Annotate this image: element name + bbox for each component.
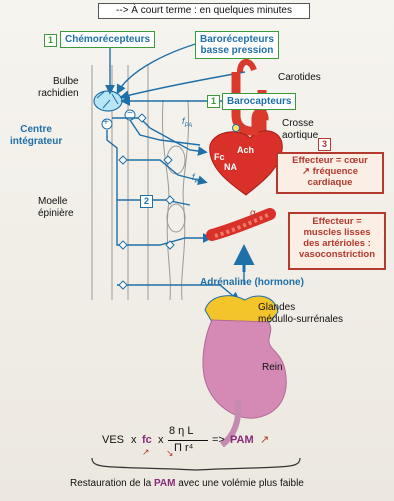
plus-sign: + bbox=[103, 117, 109, 129]
formula-numerator: 8 η L bbox=[169, 425, 193, 438]
bulbe-line1: Bulbe bbox=[38, 76, 79, 88]
footer-post: avec une volémie plus faible bbox=[175, 478, 303, 489]
glandes-label: Glandes médullo-surrénales bbox=[258, 302, 343, 325]
bulbe-label: Bulbe rachidien bbox=[38, 76, 79, 99]
formula-r-arrow: ↘ bbox=[166, 448, 174, 458]
formula-pam: PAM bbox=[230, 434, 254, 447]
formula-fraction-bar bbox=[168, 440, 208, 441]
heart-effector-number: 3 bbox=[318, 138, 331, 151]
centre-line1: Centre bbox=[10, 124, 62, 136]
heart-effector-line3: cardiaque bbox=[278, 178, 382, 189]
spinal-number: 2 bbox=[140, 195, 153, 208]
baro-low-line2: basse pression bbox=[200, 45, 274, 56]
glandes-line1: Glandes bbox=[258, 302, 343, 314]
muscle-effector-box: Effecteur = muscles lisses des artériole… bbox=[288, 212, 386, 270]
formula-ves: VES bbox=[102, 434, 124, 447]
baro-number: 1 bbox=[207, 95, 220, 108]
heart-ach-label: Ach bbox=[237, 145, 254, 155]
barocapteurs-label: Barocapteurs bbox=[222, 93, 296, 110]
formula-denominator: Π r⁴ bbox=[174, 442, 193, 455]
formula-fc: fc bbox=[142, 434, 152, 447]
fpa-label-1: fPA bbox=[182, 116, 192, 130]
fpa2-sub: PA bbox=[195, 179, 203, 185]
muscle-effector-line4: vasoconstriction bbox=[290, 250, 384, 261]
formula-implies: => bbox=[212, 434, 225, 447]
glandes-line2: médullo-surrénales bbox=[258, 314, 343, 326]
moelle-line2: épinière bbox=[38, 208, 74, 220]
moelle-label: Moelle épinière bbox=[38, 196, 74, 219]
footer-pre: Restauration de la bbox=[70, 478, 154, 489]
rein-label: Rein bbox=[262, 362, 283, 374]
minus-sign: − bbox=[127, 108, 133, 120]
heart-aorta bbox=[210, 62, 283, 195]
crosse-line1: Crosse bbox=[282, 118, 318, 130]
crosse-line2: aortique bbox=[282, 130, 318, 142]
heart-fc-label: Fc bbox=[214, 152, 225, 162]
formula-fc-arrow: ↗ bbox=[142, 447, 150, 457]
formula-pam-arrow: ↗ bbox=[260, 434, 269, 447]
fpa-label-2: fPA bbox=[192, 172, 202, 186]
footer-pam: PAM bbox=[154, 478, 175, 489]
moelle-line1: Moelle bbox=[38, 196, 74, 208]
carotides-label: Carotides bbox=[278, 72, 321, 84]
centre-line2: intégrateur bbox=[10, 136, 62, 148]
adrenaline-label: Adrénaline (hormone) bbox=[200, 277, 304, 289]
formula-x2: x bbox=[158, 434, 164, 447]
chemo-number: 1 bbox=[44, 34, 57, 47]
arteriole bbox=[212, 214, 270, 236]
footer-caption: Restauration de la PAM avec une volémie … bbox=[70, 478, 304, 490]
centre-integrateur-label: Centre intégrateur bbox=[10, 124, 62, 147]
heart-effector-box: Effecteur = cœur ↗ fréquence cardiaque bbox=[276, 152, 384, 194]
crosse-aortique-label: Crosse aortique bbox=[282, 118, 318, 141]
integrator-center bbox=[94, 91, 122, 111]
chemorecepteurs-label: Chémorécepteurs bbox=[60, 31, 155, 48]
heart-na-label: NA bbox=[224, 162, 237, 172]
alpha-label: α bbox=[250, 208, 256, 220]
footer-brace bbox=[92, 458, 300, 470]
bulbe-line2: rachidien bbox=[38, 88, 79, 100]
formula-x1: x bbox=[131, 434, 137, 447]
barorecepteurs-basse-pression-label: Barorécepteurs basse pression bbox=[195, 31, 279, 59]
page-title: --> À court terme : en quelques minutes bbox=[98, 3, 310, 19]
fpa1-sub: PA bbox=[185, 123, 193, 129]
baro-low-line1: Barorécepteurs bbox=[200, 34, 274, 45]
